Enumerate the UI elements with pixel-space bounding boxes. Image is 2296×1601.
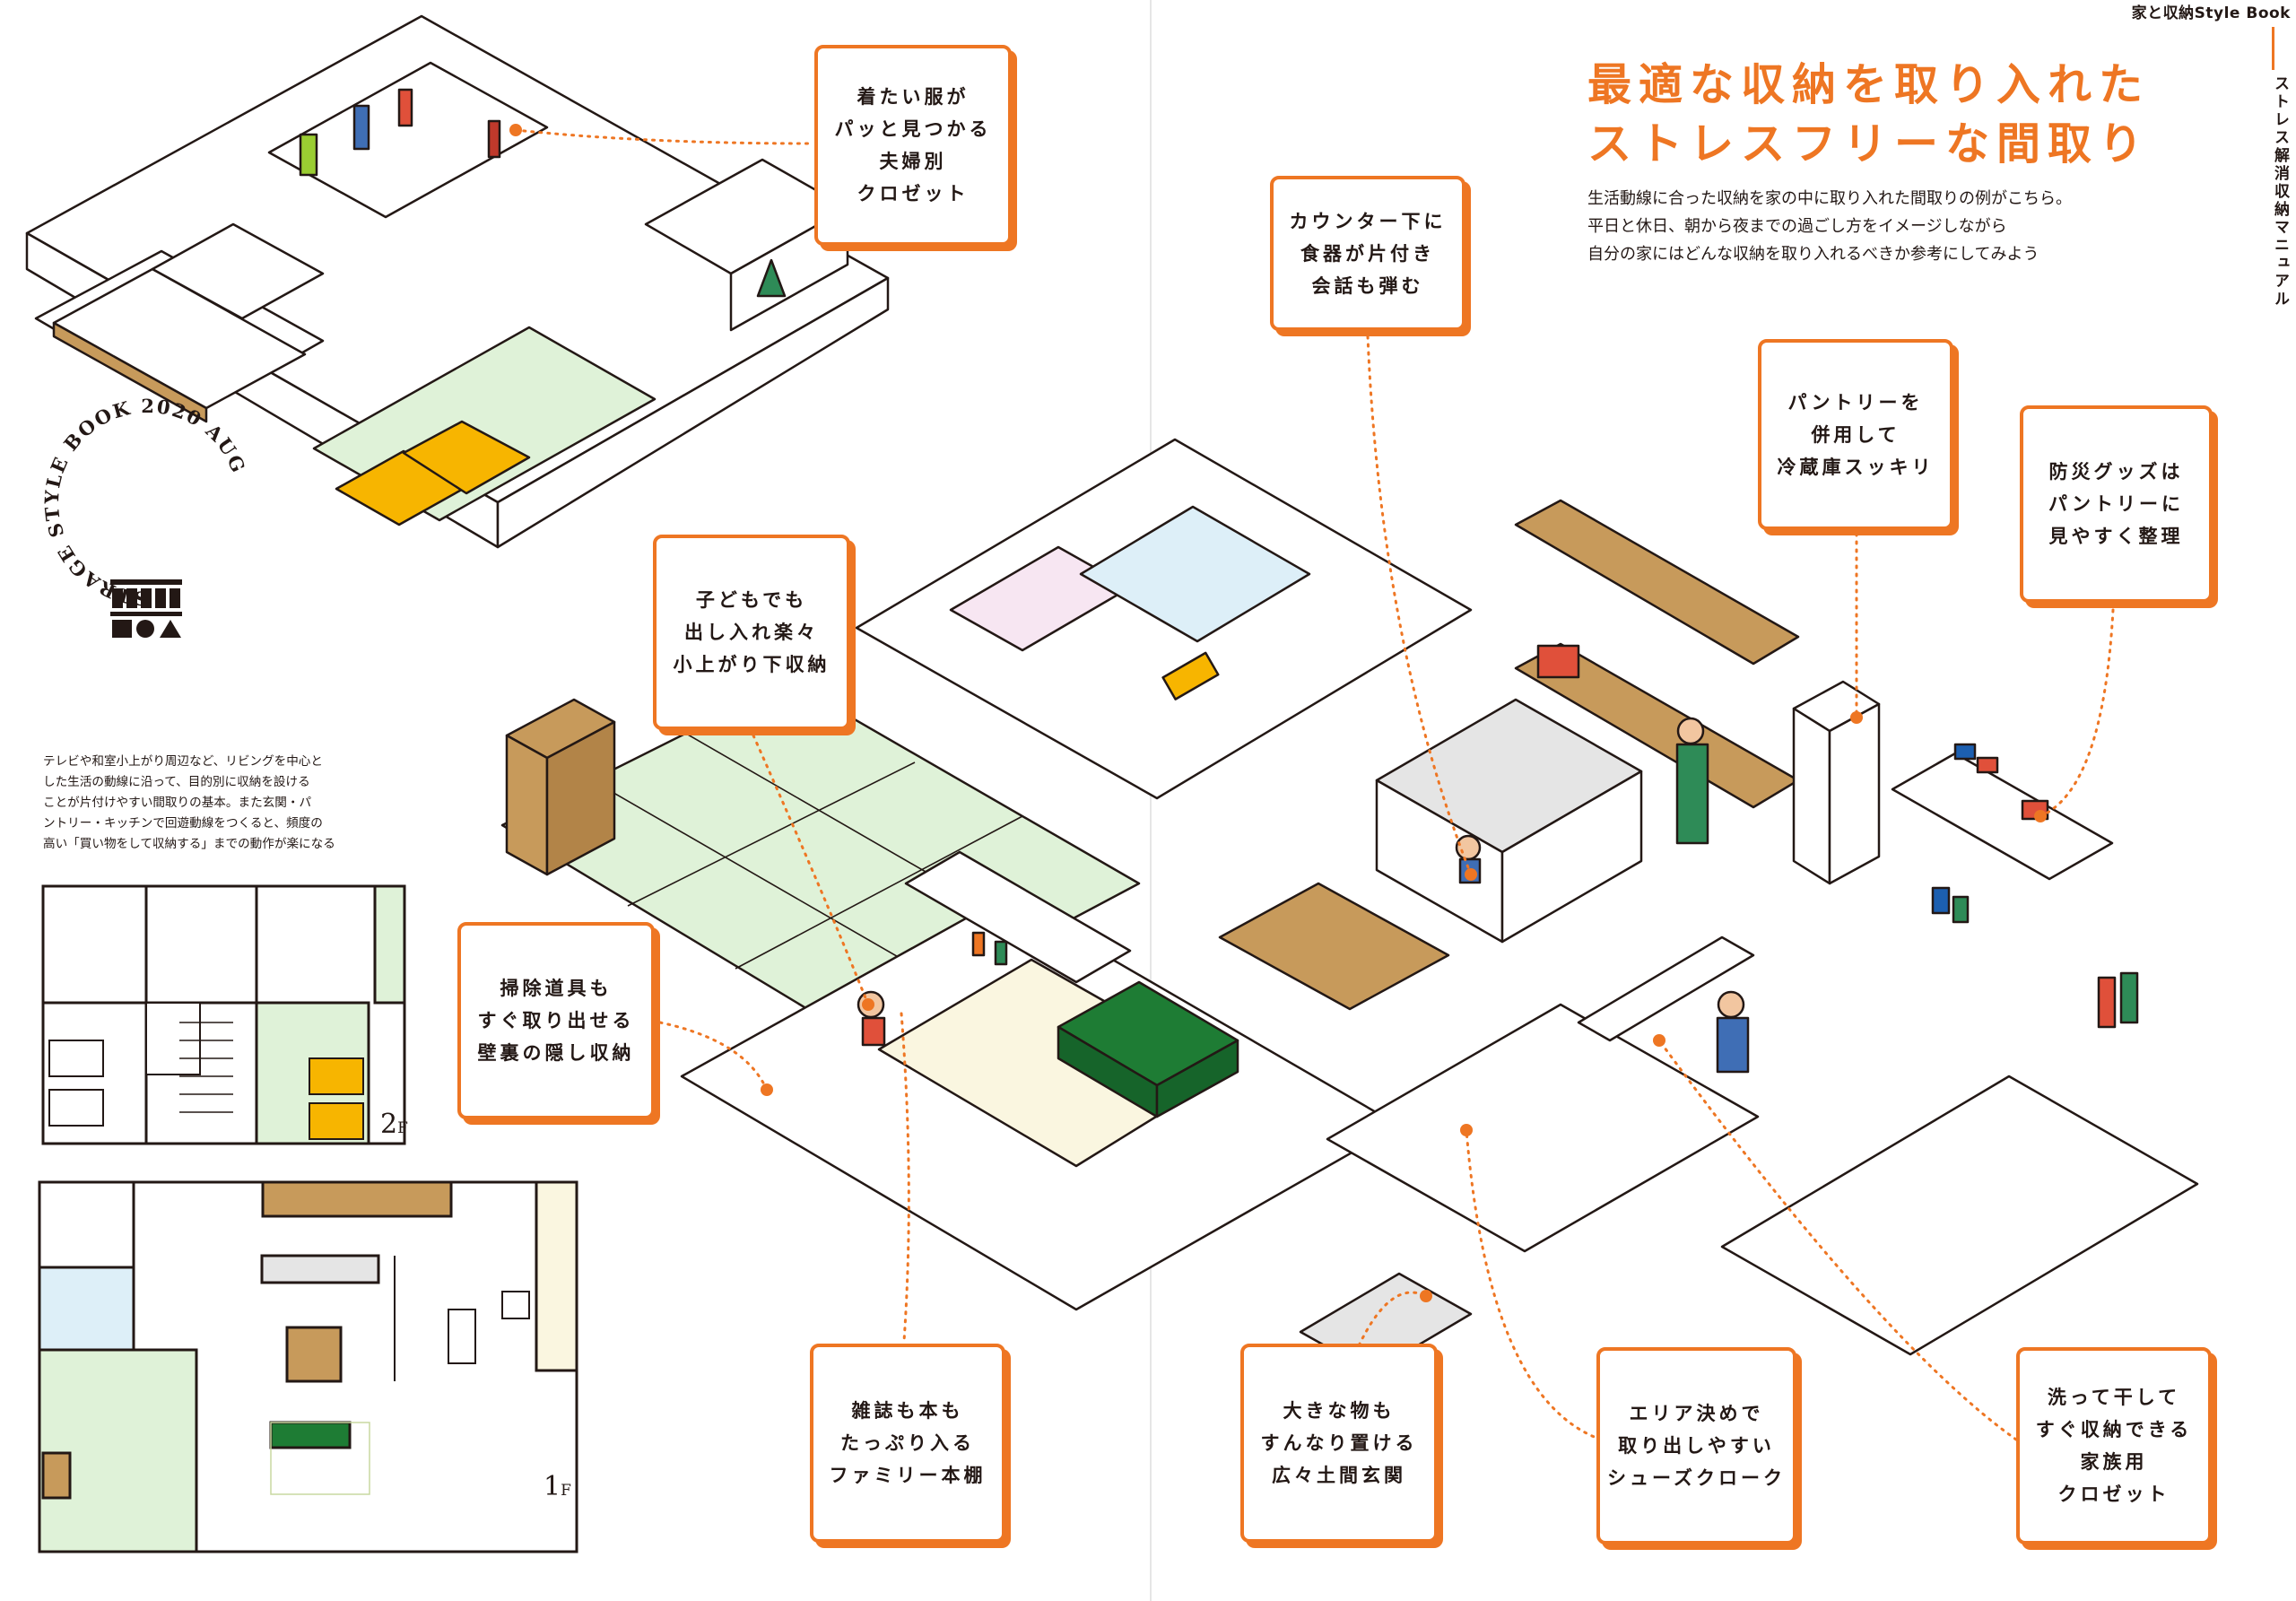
- lead-paragraph: 生活動線に合った収納を家の中に取り入れた間取りの例がこちら。 平日と休日、朝から…: [1587, 185, 2072, 268]
- vertical-section-title: ストレス解消収納マニュアル: [2271, 75, 2289, 309]
- svg-text:STRAGE STYLE BOOK 2020 AUG: STRAGE STYLE BOOK 2020 AUG: [40, 395, 251, 610]
- headline-line-2: ストレスフリーな間取り: [1587, 118, 2151, 170]
- callout-closet-line-4: クロゼット: [857, 183, 970, 204]
- callout-entrance-line-2: すんなり置ける: [1260, 1432, 1418, 1454]
- body-line-2: した生活の動線に沿って、目的別に収納を設ける: [43, 775, 310, 789]
- callout-pantry: パントリーを 併用して 冷蔵庫スッキリ: [1758, 339, 1953, 530]
- callout-shoes-line-3: シューズクローク: [1607, 1467, 1786, 1489]
- callout-shoes-line-1: エリア決めで: [1629, 1403, 1764, 1424]
- magazine-header-tag: 家と収納Style Book: [2131, 4, 2291, 22]
- callout-disaster-line-3: 見やすく整理: [2048, 526, 2184, 547]
- callout-counter-line-2: 食器が片付き: [1300, 242, 1435, 265]
- body-line-4: ントリー・キッチンで回遊動線をつくると、頻度の: [43, 816, 323, 831]
- callout-cleaning-line-3: 壁裏の隠し収納: [477, 1042, 635, 1064]
- callout-kids-line-2: 出し入れ楽々: [684, 622, 819, 643]
- callout-cleaning-line-2: すぐ取り出せる: [477, 1010, 635, 1031]
- callout-shoe-cloak: エリア決めで 取り出しやすい シューズクローク: [1596, 1347, 1796, 1544]
- callout-closet-line-1: 着たい服が: [857, 86, 970, 108]
- body-line-3: ことが片付けやすい間取りの基本。また玄関・パ: [43, 796, 312, 810]
- callout-family-bookshelf: 雑誌も本も たっぷり入る ファミリー本棚: [810, 1344, 1005, 1543]
- callout-magazine-line-3: ファミリー本棚: [829, 1465, 987, 1486]
- callout-kids-line-3: 小上がり下収納: [673, 654, 831, 675]
- callout-pantry-line-3: 冷蔵庫スッキリ: [1777, 456, 1935, 478]
- callout-closet: 着たい服が パッと見つかる 夫婦別 クロゼット: [814, 45, 1012, 246]
- callout-magazine-line-2: たっぷり入る: [840, 1432, 975, 1454]
- callout-pantry-line-2: 併用して: [1811, 423, 1900, 446]
- callout-kids-line-1: 子どもでも: [695, 589, 808, 611]
- callout-pantry-line-1: パントリーを: [1787, 391, 1924, 413]
- second-floor-plan: [41, 884, 406, 1145]
- callout-kids-storage: 子どもでも 出し入れ楽々 小上がり下収納: [653, 535, 850, 730]
- callout-shoes-line-2: 取り出しやすい: [1618, 1435, 1775, 1457]
- callout-counter-line-1: カウンター下に: [1289, 210, 1447, 232]
- body-line-5: 高い「買い物をして収納する」までの動作が楽になる: [43, 837, 335, 851]
- lead-line-3: 自分の家にはどんな収納を取り入れるべきか参考にしてみよう: [1587, 245, 2039, 264]
- callout-closet-line-3: 夫婦別: [879, 151, 947, 172]
- callout-cleaning-tools: 掃除道具も すぐ取り出せる 壁裏の隠し収納: [457, 922, 655, 1119]
- headline-line-1: 最適な収納を取り入れた: [1587, 59, 2151, 110]
- second-floor-isometric: [25, 14, 890, 549]
- callout-laundry-line-4: クロゼット: [2057, 1484, 2170, 1505]
- floor-label-1f: 1F: [544, 1471, 571, 1502]
- callout-disaster-line-1: 防災グッズは: [2048, 461, 2184, 483]
- badge-logo-icon: [110, 579, 182, 638]
- callout-laundry-closet: 洗って干して すぐ収納できる 家族用 クロゼット: [2016, 1347, 2212, 1544]
- floor-label-2f-number: 2: [380, 1109, 398, 1140]
- callout-counter: カウンター下に 食器が片付き 会話も弾む: [1270, 176, 1465, 331]
- callout-laundry-line-1: 洗って干して: [2047, 1387, 2181, 1408]
- callout-disaster-goods: 防災グッズは パントリーに 見やすく整理: [2020, 405, 2213, 603]
- callout-counter-line-3: 会話も弾む: [1311, 274, 1424, 297]
- side-rule: [2272, 27, 2274, 70]
- body-paragraph: テレビや和室小上がり周辺など、リビングを中心と した生活の動線に沿って、目的別に…: [43, 752, 335, 855]
- floor-label-1f-number: 1: [544, 1471, 561, 1502]
- callout-laundry-line-3: 家族用: [2080, 1451, 2148, 1473]
- callout-closet-line-2: パッと見つかる: [834, 118, 992, 140]
- style-book-badge: STRAGE STYLE BOOK 2020 AUG: [40, 395, 251, 638]
- floor-label-2f-suffix: F: [397, 1119, 408, 1137]
- callout-entrance-line-3: 広々土間玄関: [1272, 1465, 1406, 1486]
- callout-disaster-line-2: パントリーに: [2048, 493, 2185, 515]
- body-line-1: テレビや和室小上がり周辺など、リビングを中心と: [43, 754, 323, 769]
- leader-dots: [509, 124, 2047, 1302]
- floor-label-1f-suffix: F: [561, 1482, 571, 1500]
- lead-line-2: 平日と休日、朝から夜までの過ごし方をイメージしながら: [1587, 217, 2007, 236]
- floor-label-2f: 2F: [380, 1109, 408, 1140]
- callout-magazine-line-1: 雑誌も本も: [851, 1400, 964, 1422]
- first-floor-plan: [38, 1180, 578, 1553]
- callout-entrance: 大きな物も すんなり置ける 広々土間玄関: [1240, 1344, 1438, 1543]
- lead-line-1: 生活動線に合った収納を家の中に取り入れた間取りの例がこちら。: [1587, 189, 2072, 208]
- callout-entrance-line-1: 大きな物も: [1283, 1400, 1396, 1422]
- callout-laundry-line-2: すぐ収納できる: [2035, 1419, 2193, 1440]
- page-headline: 最適な収納を取り入れた ストレスフリーな間取り: [1587, 56, 2150, 174]
- first-floor-isometric: [500, 438, 2199, 1374]
- callout-cleaning-line-1: 掃除道具も: [500, 978, 613, 999]
- leader-lines: [658, 335, 2115, 1441]
